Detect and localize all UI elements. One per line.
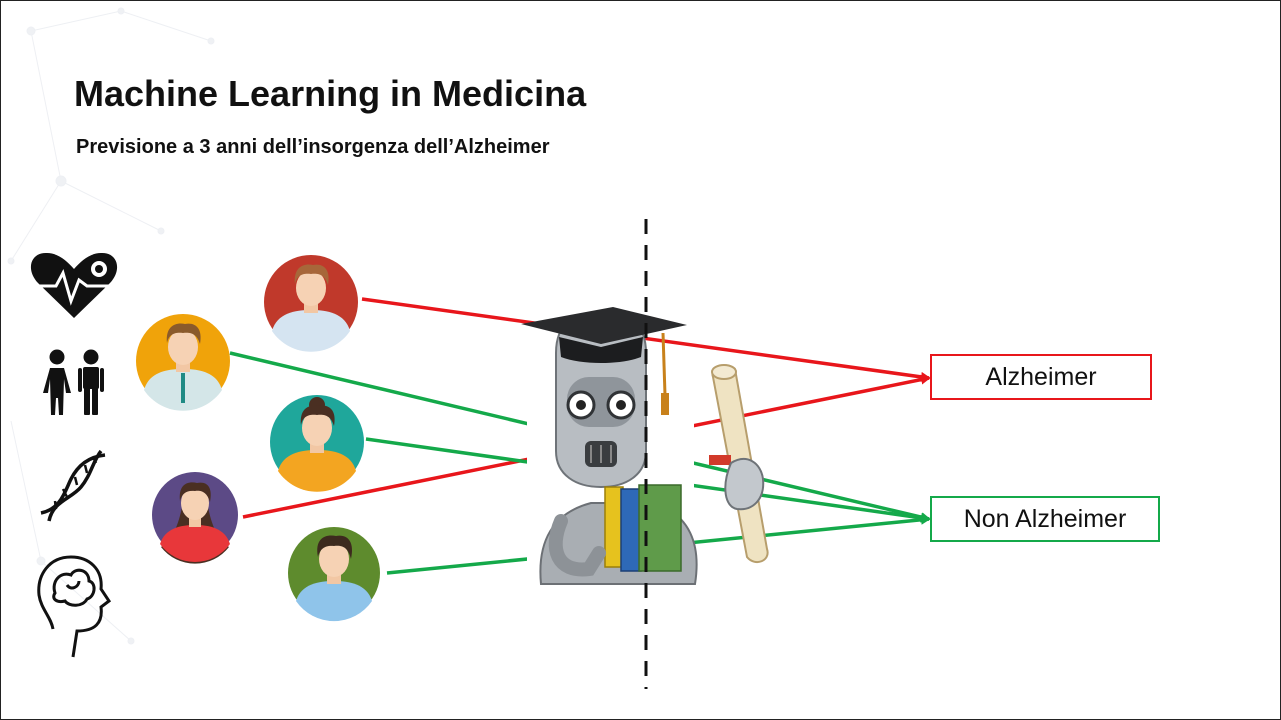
label-non-alzheimer: Non Alzheimer [930, 496, 1160, 542]
heart-rate-icon [30, 252, 118, 318]
brain-head-icon [37, 555, 112, 658]
patient-avatar-3 [270, 395, 364, 492]
graduate-robot-icon [521, 307, 769, 585]
connector-patient-1 [361, 297, 931, 382]
slide-subtitle: Previsione a 3 anni dell’insorgenza dell… [76, 136, 550, 158]
patient-avatar-4 [152, 472, 238, 564]
label-alzheimer: Alzheimer [930, 354, 1152, 400]
patient-avatar-1 [264, 255, 358, 352]
dna-icon [40, 449, 106, 522]
couple-icon [43, 349, 104, 415]
slide-title: Machine Learning in Medicina [74, 73, 587, 114]
patient-avatar-2 [136, 314, 230, 411]
patient-avatar-5 [288, 527, 380, 622]
